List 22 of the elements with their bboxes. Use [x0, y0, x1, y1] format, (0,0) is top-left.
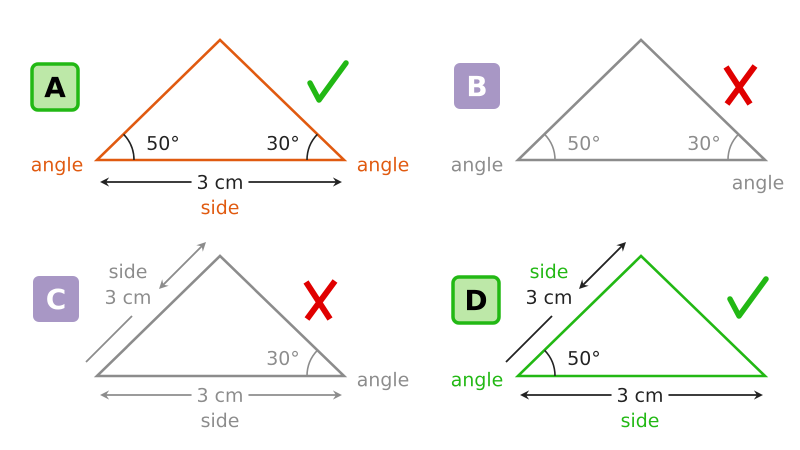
angle-label: 50°: [568, 350, 599, 366]
vertex-label: angle: [358, 156, 408, 176]
vertex-label: angle: [732, 174, 784, 194]
length-label: 3 cm: [520, 288, 578, 306]
letter-badge: D: [451, 275, 501, 325]
length-label: 3 cm: [612, 386, 668, 404]
side-label: side: [202, 200, 238, 214]
angle-label: 30°: [268, 136, 298, 150]
vertex-label: angle: [452, 372, 502, 390]
letter-badge: C: [33, 276, 79, 322]
letter-badge: B: [454, 63, 500, 109]
side-label: side: [622, 412, 658, 428]
letter-badge: A: [30, 62, 80, 112]
side-label: side: [202, 412, 238, 428]
length-label: 3 cm: [192, 386, 248, 404]
angle-label: 50°: [148, 136, 178, 150]
angle-label: 30°: [688, 136, 719, 150]
length-label: 3 cm: [100, 288, 156, 306]
angle-label: 30°: [268, 350, 298, 366]
length-label: 3 cm: [192, 174, 248, 190]
angle-label: 50°: [568, 136, 599, 150]
side-label: side: [530, 264, 568, 278]
